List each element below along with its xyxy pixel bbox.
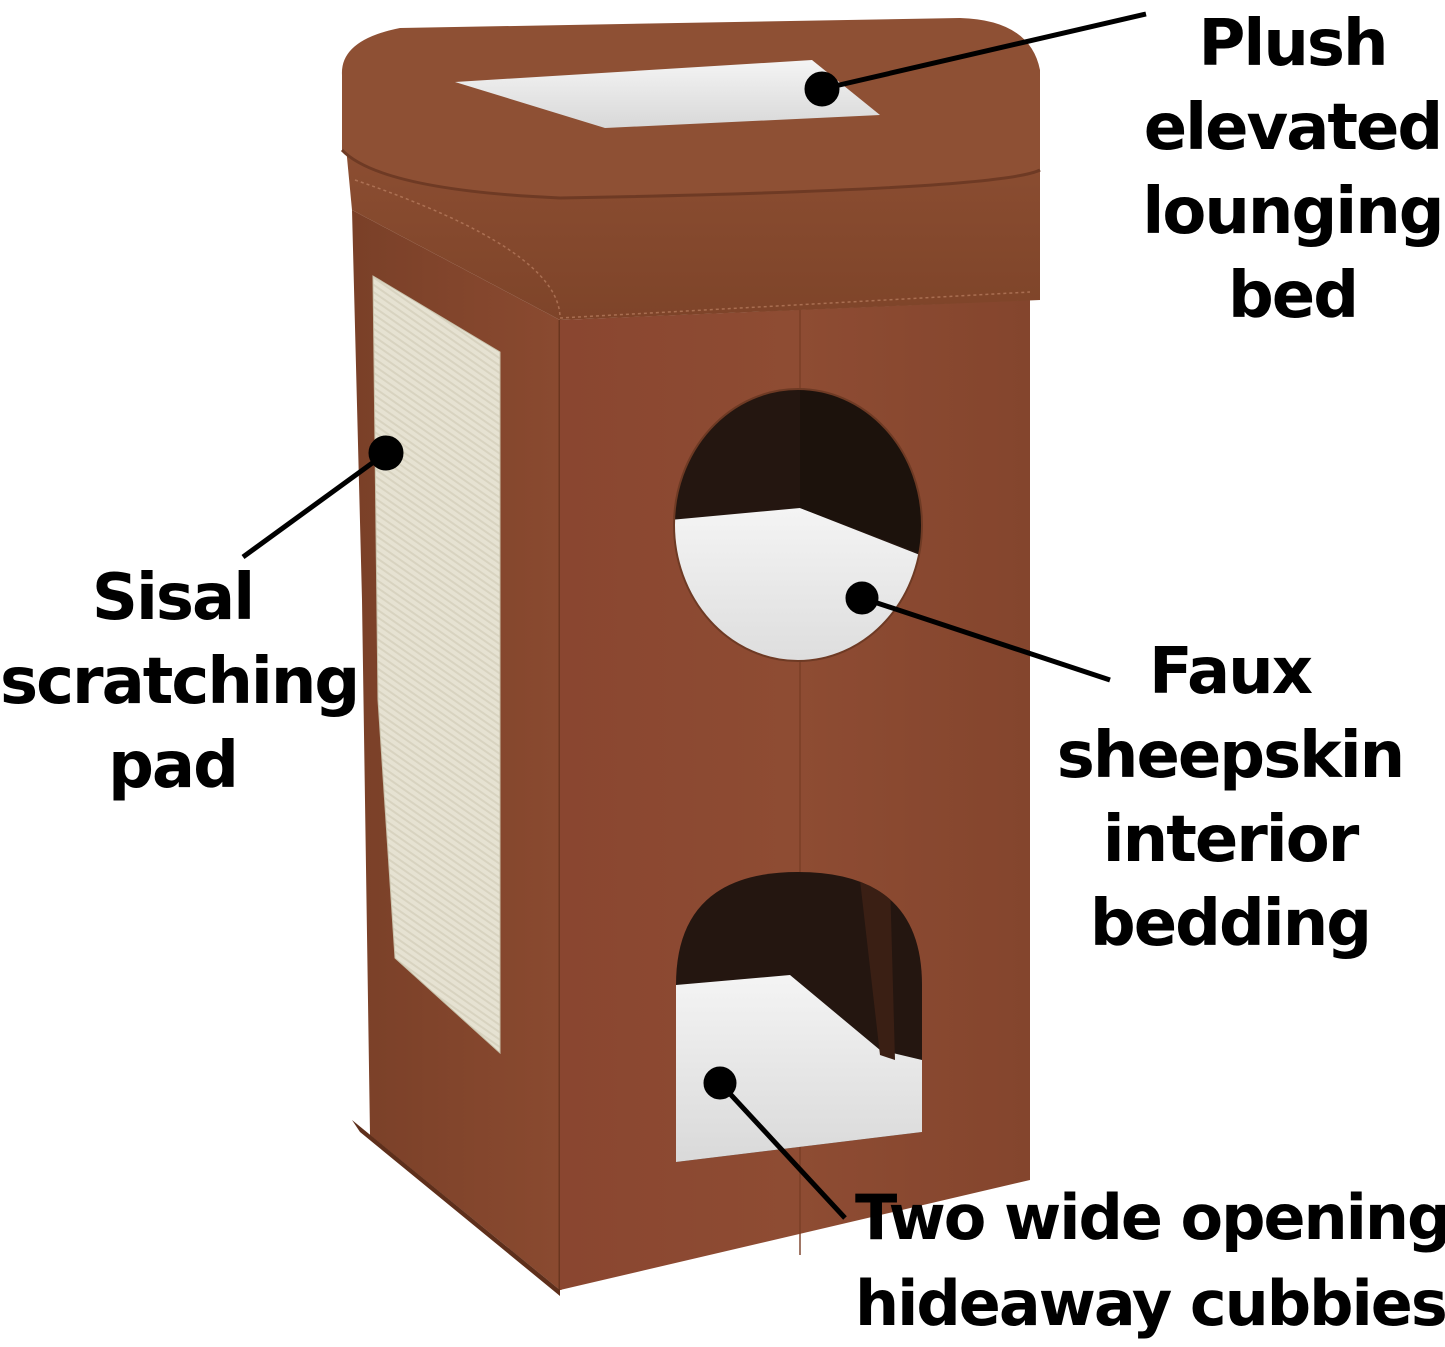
label-line: elevated [1143,91,1443,165]
label-line: scratching [0,645,360,719]
callout-dot-sisal [368,435,404,471]
sisal-pad [372,275,501,1055]
bed-fleece [455,60,880,128]
tower-side-face [352,210,562,1290]
lower-cubby-opening [676,872,922,1162]
label-line: lounging [1142,175,1444,249]
callout-label-sisal: Sisal scratching pad [0,556,360,808]
callout-label-cubbies: Two wide opening hideaway cubbies [855,1175,1445,1347]
callout-dot-cubbies [703,1066,737,1100]
tower-front-face [560,300,1030,1290]
label-line: hideaway cubbies [855,1267,1445,1340]
callout-dot-faux [845,581,879,615]
callout-dot-bed [804,71,840,107]
callout-label-faux: Faux sheepskin interior bedding [1055,630,1405,966]
callout-label-bed: Plush elevated lounging bed [1140,2,1445,338]
label-line: Two wide opening [855,1181,1445,1254]
label-line: Sisal [91,561,255,635]
callout-lines [241,11,1147,1220]
label-line: Faux [1149,635,1313,709]
label-line: bed [1227,259,1359,333]
label-line: sheepskin [1056,719,1405,793]
label-line: Plush [1198,7,1388,81]
top-bed [340,18,1041,320]
label-line: interior [1102,803,1360,877]
label-line: bedding [1089,887,1372,961]
label-line: pad [108,729,239,803]
